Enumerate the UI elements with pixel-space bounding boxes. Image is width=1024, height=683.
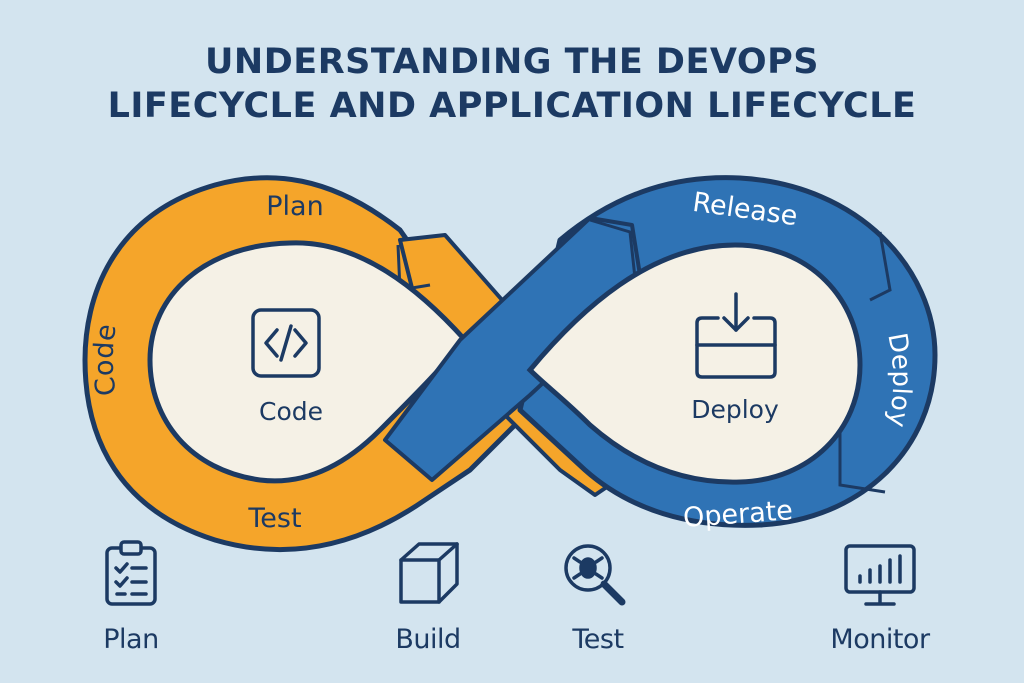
right-loop	[383, 175, 938, 528]
right-loop-notch-bottom	[838, 430, 886, 494]
title-line-1: UNDERSTANDING THE DEVOPS	[205, 42, 819, 82]
bottom-label-plan: Plan	[103, 624, 159, 655]
bottom-label-monitor: Monitor	[830, 624, 930, 655]
right-center	[526, 242, 863, 485]
right-loop-notch-right	[869, 231, 892, 302]
monitor-chart-icon	[844, 544, 916, 606]
bottom-label-build: Build	[395, 624, 461, 655]
right-loop-notch-top	[589, 218, 637, 279]
bottom-item-test: Test	[528, 538, 668, 655]
box-icon	[399, 542, 459, 604]
right-loop-side-label-path: Deploy	[881, 331, 916, 430]
deploy-tray-icon	[695, 292, 777, 379]
bottom-item-plan: Plan	[61, 538, 201, 655]
left-loop-top-label: Plan	[266, 191, 323, 222]
right-loop-side-label: Deploy	[881, 331, 916, 430]
left-center	[147, 240, 469, 484]
right-center-label: Deploy	[691, 395, 779, 424]
bottom-item-monitor: Monitor	[810, 538, 950, 655]
left-center-label: Code	[259, 397, 323, 426]
code-brackets-icon	[251, 308, 321, 378]
title-line-2: LIFECYCLE AND APPLICATION LIFECYCLE	[107, 86, 917, 126]
crossing-band	[383, 216, 642, 482]
right-loop-bottom-label: Operate	[682, 495, 794, 534]
clipboard-checklist-icon	[105, 540, 157, 606]
bug-magnifier-icon	[564, 544, 626, 606]
page-title: UNDERSTANDING THE DEVOPS LIFECYCLE AND A…	[0, 40, 1024, 128]
left-loop-bottom-label: Test	[247, 503, 301, 534]
bottom-label-test: Test	[572, 624, 624, 655]
bottom-item-build: Build	[358, 538, 498, 655]
